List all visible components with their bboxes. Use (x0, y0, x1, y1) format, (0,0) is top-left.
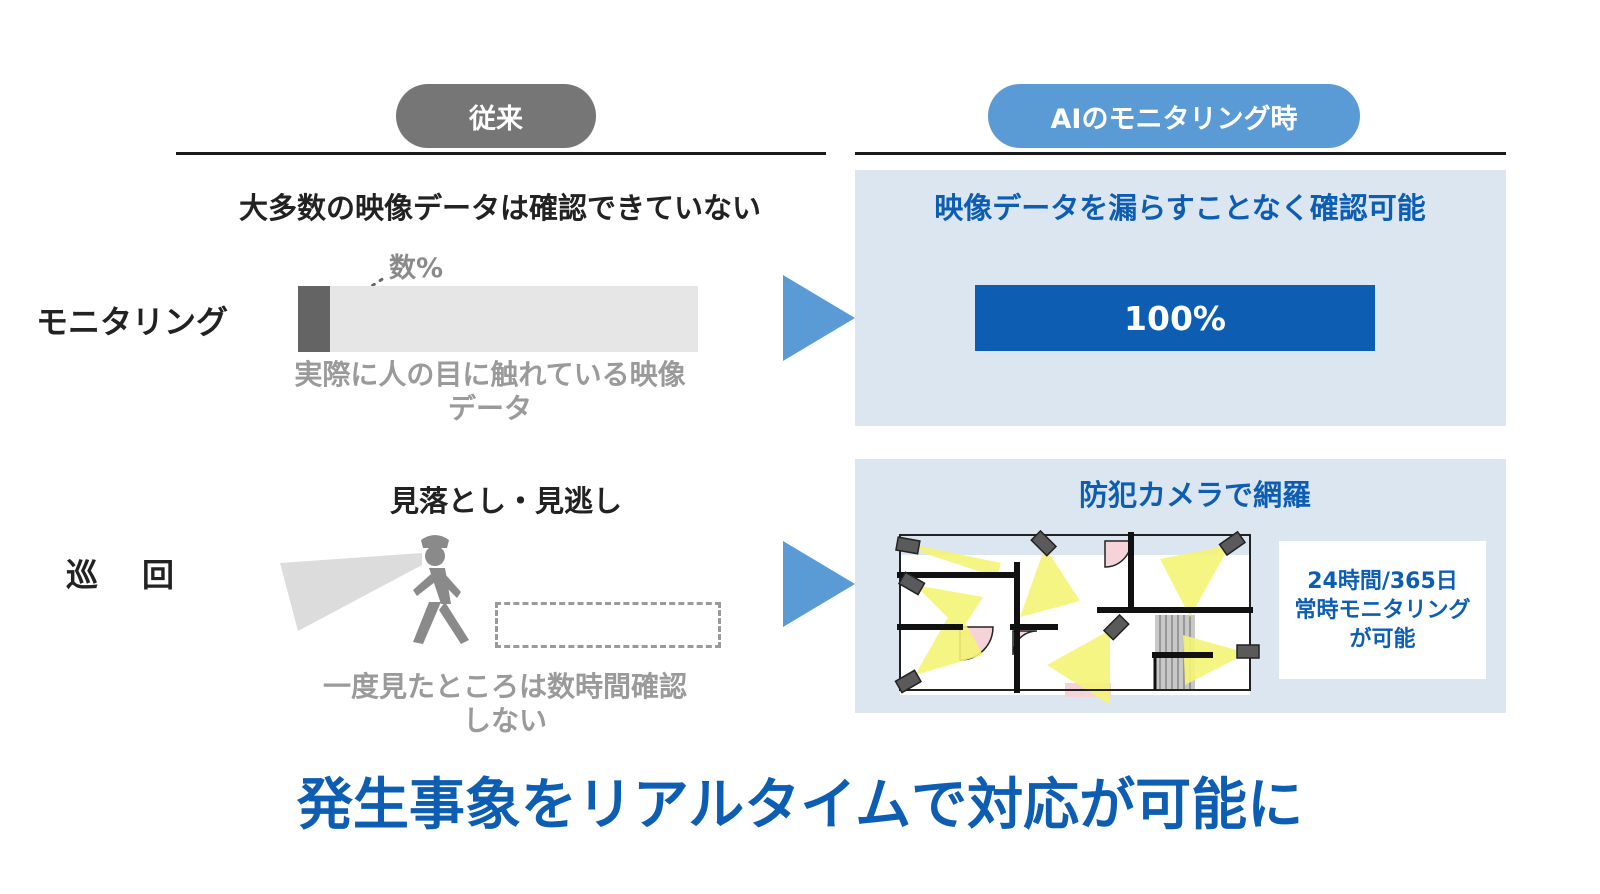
floor-plan (894, 529, 1260, 705)
seen-footage-bar (298, 286, 330, 352)
seen-caption-line1: 実際に人の目に触れている映像 (294, 358, 686, 391)
coverage-bar: 100% (975, 285, 1375, 351)
row-label-monitoring: モニタリング (36, 303, 229, 341)
unchecked-area-box (495, 602, 721, 648)
patrol-caption-line1: 一度見たところは数時間確認 (322, 670, 687, 703)
few-percent-label: 数% (389, 246, 443, 285)
patrol-caption-line2: しない (462, 704, 547, 737)
play-arrow-icon (783, 275, 855, 361)
seen-caption: 実際に人の目に触れている映像 データ (260, 358, 720, 426)
coverage-bar-label: 100% (1124, 298, 1226, 338)
header-ai: AIのモニタリング時 (988, 84, 1360, 148)
divider-right (855, 152, 1506, 155)
ai-patrol-title: 防犯カメラで網羅 (1078, 478, 1311, 512)
divider-left (176, 152, 826, 155)
play-arrow-icon (783, 541, 855, 627)
header-ai-label: AIのモニタリング時 (1050, 103, 1298, 135)
few-percent-text: 数% (389, 253, 444, 284)
security-camera-icon (894, 529, 1260, 694)
interior-walls (897, 532, 1253, 693)
note-line3: が可能 (1349, 626, 1416, 652)
header-traditional: 従来 (396, 84, 596, 148)
total-footage-bar (298, 286, 698, 352)
header-traditional-label: 従来 (469, 103, 523, 135)
seen-caption-line2: データ (447, 392, 532, 425)
camera-fov-areas (915, 545, 1247, 705)
walking-guard-icon (413, 535, 469, 644)
flashlight-beam-icon (280, 553, 422, 631)
conclusion-text: 発生事象をリアルタイムで対応が可能に (296, 773, 1304, 838)
monitoring-note-box: 24時間/365日 常時モニタリング が可能 (1279, 541, 1486, 679)
row-label-patrol: 巡 回 (66, 556, 181, 594)
patrol-caption: 一度見たところは数時間確認 しない (270, 670, 740, 738)
note-line2: 常時モニタリング (1294, 597, 1471, 623)
ai-monitoring-title: 映像データを漏らすことなく確認可能 (934, 191, 1426, 225)
note-line1: 24時間/365日 (1307, 568, 1458, 594)
traditional-patrol-title: 見落とし・見逃し (389, 484, 622, 518)
traditional-monitoring-title: 大多数の映像データは確認できていない (238, 191, 761, 225)
